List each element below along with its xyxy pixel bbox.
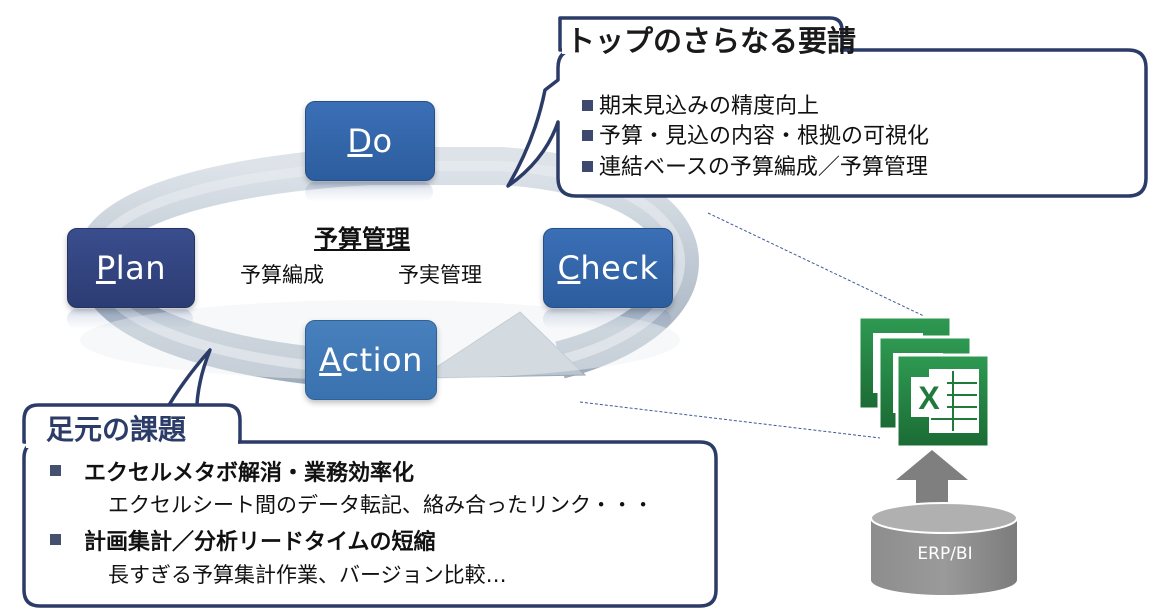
center-title: 予算管理 xyxy=(314,225,410,253)
plan-rest: lan xyxy=(115,249,167,287)
bottom-callout-title: 足元の課題 xyxy=(46,413,187,446)
bottom-callout-item-2-head: 計画集計／分析リードタイムの短縮 xyxy=(84,530,436,555)
top-callout-title: トップのさらなる要請 xyxy=(566,24,857,58)
top-callout-item-text: 連結ベースの予算編成／予算管理 xyxy=(599,155,928,180)
check-initial: C xyxy=(557,249,581,287)
excel-icon: X xyxy=(857,315,991,449)
bullet-square-icon xyxy=(582,99,593,111)
do-rest: o xyxy=(372,122,393,160)
action-initial: A xyxy=(319,341,342,379)
bottom-callout-item-2-sub: 長すぎる予算集計作業、バージョン比較… xyxy=(108,563,507,587)
top-callout-item-1: 期末見込みの精度向上 xyxy=(582,88,819,120)
bottom-callout-item-1-head: エクセルメタボ解消・業務効率化 xyxy=(84,461,415,486)
center-left-label: 予算編成 xyxy=(240,263,324,287)
top-callout-item-text: 予算・見込の内容・根拠の可視化 xyxy=(599,124,930,149)
top-callout-item-3: 連結ベースの予算編成／予算管理 xyxy=(582,149,928,181)
svg-text:X: X xyxy=(918,380,940,416)
center-right-label: 予実管理 xyxy=(398,263,482,287)
do-reflection xyxy=(305,182,433,202)
bottom-callout-item-1-sub: エクセルシート間のデータ転記、絡み合ったリンク・・・ xyxy=(108,493,654,517)
check-rest: heck xyxy=(580,249,659,287)
check-reflection xyxy=(543,309,671,329)
action-rest: ction xyxy=(341,341,423,379)
plan-reflection xyxy=(67,309,193,329)
database-label: ERP/BI xyxy=(917,544,973,564)
do-initial: D xyxy=(347,122,373,160)
bullet-square-icon xyxy=(50,534,61,545)
top-callout-item-2: 予算・見込の内容・根拠の可視化 xyxy=(582,118,929,150)
bullet-square-icon xyxy=(50,465,61,476)
up-arrow-icon xyxy=(896,450,968,506)
bullet-square-icon xyxy=(582,160,593,172)
plan-initial: P xyxy=(95,249,116,287)
bullet-square-icon xyxy=(582,129,593,141)
top-callout-item-text: 期末見込みの精度向上 xyxy=(599,94,820,119)
database-icon xyxy=(870,502,1018,595)
